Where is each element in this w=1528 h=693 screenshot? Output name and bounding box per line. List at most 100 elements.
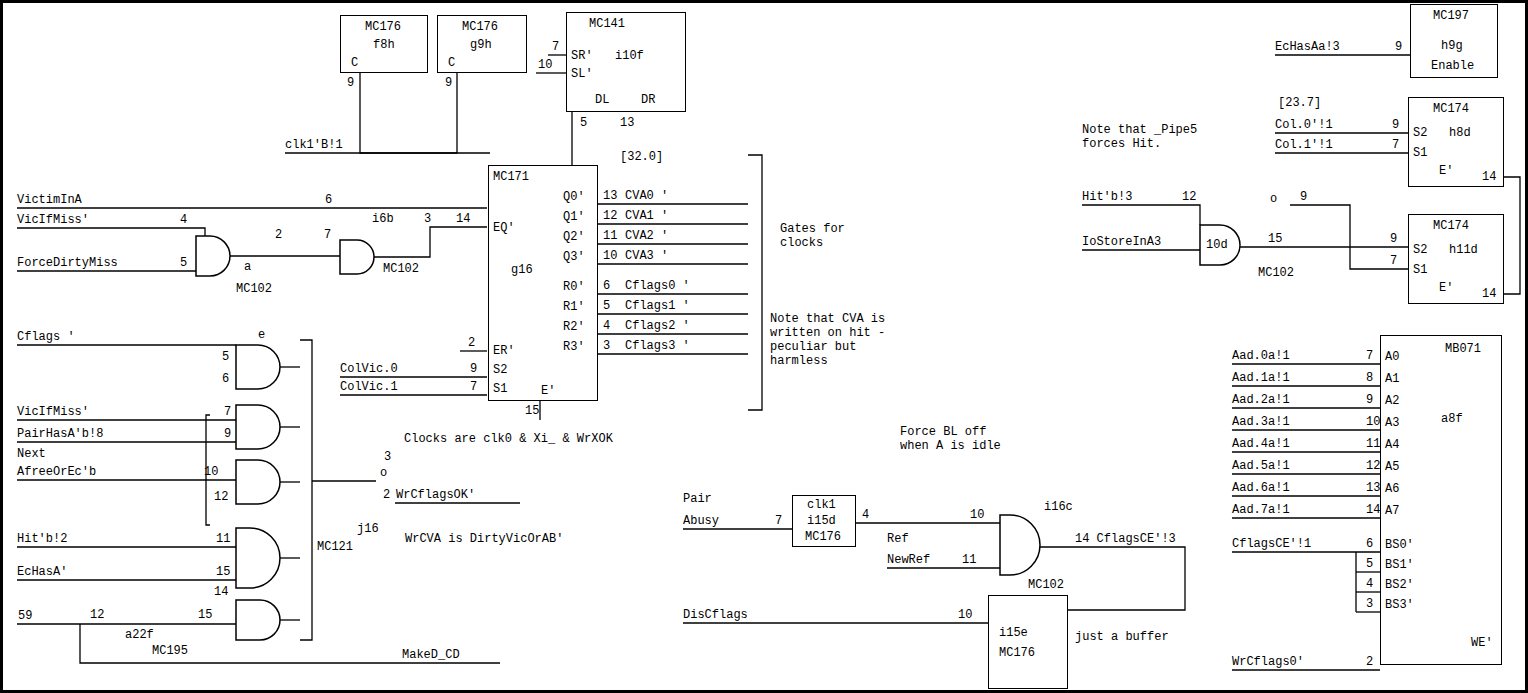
pin-name: C (448, 56, 455, 70)
pin-number: 7 (1392, 138, 1399, 152)
wire (1232, 551, 1380, 552)
pin-number: 11 (1366, 437, 1380, 451)
wire (1232, 451, 1380, 452)
pin-number: 3 (1366, 597, 1373, 611)
pin-number: 3 (384, 450, 391, 464)
pin-name: i10f (615, 49, 644, 63)
pin-name: MC176 (805, 530, 841, 544)
part-number: MC197 (1433, 9, 1469, 23)
signal-name: Gates for clocks (780, 222, 852, 250)
wire (1356, 571, 1380, 572)
pin-number: 14 (214, 585, 228, 599)
wire (17, 419, 236, 420)
pin-number: 11 (603, 229, 617, 243)
gate-symbol (236, 460, 280, 504)
pin-name: Q2' (563, 230, 585, 244)
pin-number: 9 (445, 76, 452, 90)
pin-number: 11 (216, 532, 230, 546)
pin-number: 14 (1482, 170, 1496, 184)
signal-name: EcHasA' (17, 565, 67, 579)
wire (748, 155, 762, 410)
signal-name: e (258, 328, 265, 342)
signal-name: VicIfMiss' (17, 405, 89, 419)
pin-number: 10 (538, 58, 552, 72)
pin-name: A6 (1385, 482, 1399, 496)
pin-number: 9 (1300, 190, 1307, 204)
pin-number: 10 (1366, 415, 1380, 429)
pin-number: 14 (1366, 503, 1380, 517)
pin-name: A1 (1385, 372, 1399, 386)
wire (17, 579, 236, 580)
part-number: MC176 (365, 20, 401, 34)
pin-name: S2 (493, 363, 507, 377)
wire (1232, 669, 1380, 670)
pin-number: 59 (18, 609, 32, 623)
wire (598, 333, 748, 334)
pin-number: 7 (224, 405, 231, 419)
signal-name: Aad.5a!1 (1232, 459, 1290, 473)
gate-symbol (1000, 515, 1040, 575)
signal-name: NewRef (887, 553, 930, 567)
signal-name: Hit'b!3 (1082, 190, 1132, 204)
pin-name: DR (641, 93, 655, 107)
gate-symbol (1200, 225, 1240, 265)
signal-name: DisCflags (683, 608, 748, 622)
gate-symbol (196, 236, 230, 276)
wire (1355, 552, 1356, 612)
gate-symbol (236, 405, 280, 449)
signal-name: Aad.3a!1 (1232, 415, 1290, 429)
wire (1275, 132, 1408, 133)
pin-number: 11 (962, 553, 976, 567)
gate-symbol (236, 345, 280, 389)
part-number: MC174 (1433, 102, 1469, 116)
pin-number: 2 (383, 488, 390, 502)
signal-name: 10d (1206, 238, 1228, 252)
pin-number: 10 (603, 249, 617, 263)
pin-number: 9 (1395, 40, 1402, 54)
pin-number: 4 (180, 213, 187, 227)
wire (598, 313, 748, 314)
pin-name: Q0' (563, 190, 585, 204)
pin-number: 7 (775, 514, 782, 528)
pin-name: E' (1439, 164, 1453, 178)
clock-wire (360, 73, 457, 153)
wire (17, 623, 236, 624)
pin-number: 7 (1390, 254, 1397, 268)
signal-name: Next (17, 447, 46, 461)
signal-name: Col.1'!1 (1275, 138, 1333, 152)
pin-name: Q1' (563, 210, 585, 224)
pin-name: S2 (1413, 243, 1427, 257)
wire (683, 622, 988, 623)
pin-name: g9h (470, 38, 492, 52)
signal-name: i6b (372, 212, 394, 226)
signal-name: Aad.2a!1 (1232, 393, 1290, 407)
wire (539, 400, 540, 420)
pin-number: 3 (424, 212, 431, 226)
wire (17, 479, 236, 480)
signal-name: i16c (1044, 500, 1073, 514)
signal-name: o (380, 466, 387, 480)
pin-number: 2 (275, 228, 282, 242)
pin-number: 6 (1366, 537, 1373, 551)
pin-name: f8h (373, 38, 395, 52)
part-number: MC171 (493, 170, 529, 184)
signal-name: just a buffer (1075, 630, 1169, 644)
pin-name: BS0' (1385, 538, 1414, 552)
pin-name: a8f (1441, 412, 1463, 426)
signal-name: CflagsCE'!1 (1232, 537, 1311, 551)
wire (1275, 152, 1408, 153)
wire (1232, 495, 1380, 496)
signal-name: CVA0 ' (625, 189, 668, 203)
pin-number: 10 (970, 508, 984, 522)
wire (280, 366, 300, 367)
signal-name: Aad.6a!1 (1232, 481, 1290, 495)
wire (1232, 473, 1380, 474)
pin-number: 13 (603, 189, 617, 203)
wire (1356, 591, 1380, 592)
signal-name: Pair (683, 492, 712, 506)
signal-name: ColVic.1 (340, 380, 398, 394)
signal-name: Aad.4a!1 (1232, 437, 1290, 451)
signal-name: Cflags3 ' (625, 339, 690, 353)
